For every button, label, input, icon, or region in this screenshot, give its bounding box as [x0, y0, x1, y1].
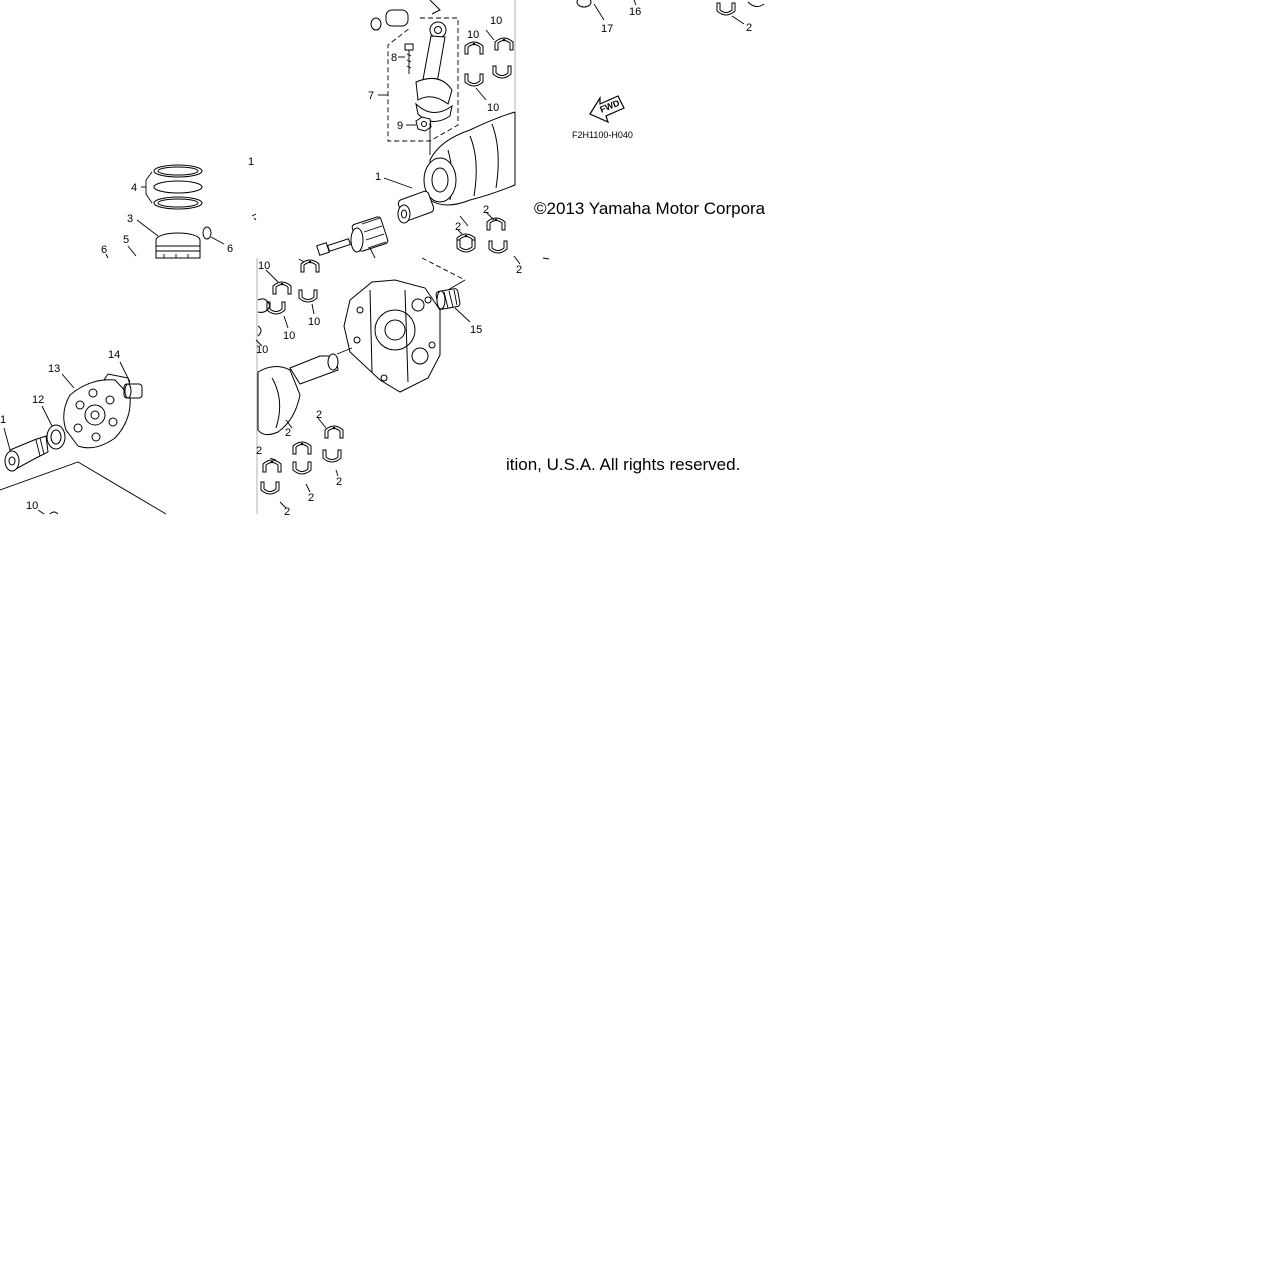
callout-label: 10 — [26, 500, 38, 512]
plug-14 — [119, 361, 143, 399]
callout-label: 2 — [336, 476, 342, 488]
callout-label: 2 — [308, 492, 314, 504]
callout-label: 1 — [0, 414, 6, 426]
piston-pin-clip — [202, 226, 225, 245]
callout-label: 10 — [258, 260, 270, 272]
callout-label: 10 — [256, 344, 268, 356]
crankshaft-lower — [257, 347, 353, 436]
callout-label: 4 — [131, 182, 137, 194]
callout-label: 17 — [601, 23, 613, 35]
conrod-bearing-set-upper — [464, 37, 514, 87]
callout-label: 13 — [48, 363, 60, 375]
needle-bearing — [350, 216, 389, 253]
callout-label: 2 — [483, 204, 489, 216]
callout-label: 2 — [746, 22, 752, 34]
callout-label: 16 — [629, 6, 641, 18]
callout-label: 2 — [455, 221, 461, 233]
diagram-reference-code: F2H1100-H040 — [572, 130, 633, 140]
callout-label: 15 — [470, 324, 482, 336]
callout-label: 6 — [101, 244, 107, 256]
callout-label: 2 — [285, 427, 291, 439]
crankshaft-upper — [397, 111, 516, 224]
copyright-line-2: ition, U.S.A. All rights reserved. — [506, 455, 740, 474]
callout-label: 1 — [375, 171, 381, 183]
callout-label: 1 — [248, 156, 254, 168]
callout-label: 6 — [227, 243, 233, 255]
callout-label: 2 — [256, 445, 262, 457]
crankcase-cover — [343, 279, 441, 393]
callout-label: 12 — [32, 394, 44, 406]
coupling-part — [435, 288, 471, 323]
callout-label: 9 — [397, 120, 403, 132]
callout-label: 10 — [283, 330, 295, 342]
drive-coupling-13 — [63, 373, 133, 449]
main-bearing-set-lower — [260, 425, 344, 495]
callout-label: 10 — [467, 29, 479, 41]
top-right-parts — [576, 0, 765, 25]
callout-label: 2 — [284, 506, 290, 518]
callout-label: 5 — [123, 234, 129, 246]
callout-label: 8 — [391, 52, 397, 64]
piston — [155, 232, 201, 259]
callout-label: 2 — [316, 409, 322, 421]
callout-label: 7 — [368, 90, 374, 102]
callout-label: 10 — [490, 15, 502, 27]
fwd-arrow-icon: FWD — [589, 95, 625, 124]
bolt-part — [316, 238, 352, 256]
bearing-fragments-left — [257, 298, 271, 337]
conrod-bearing-set-lower — [266, 259, 320, 315]
copyright-line-1: ©2013 Yamaha Motor Corpora — [534, 199, 766, 218]
main-bearing-set-right — [456, 217, 508, 254]
piston-pin-part — [370, 0, 441, 31]
shaft-sleeve-1 — [3, 427, 49, 472]
callout-label: 3 — [127, 213, 133, 225]
piston-ring-set — [153, 164, 203, 210]
callout-label: 14 — [108, 349, 120, 361]
callout-label: 2 — [516, 264, 522, 276]
callout-label: 10 — [487, 102, 499, 114]
connecting-rod-assembly — [387, 17, 459, 142]
callout-label: 10 — [308, 316, 320, 328]
washer-12 — [41, 405, 66, 450]
